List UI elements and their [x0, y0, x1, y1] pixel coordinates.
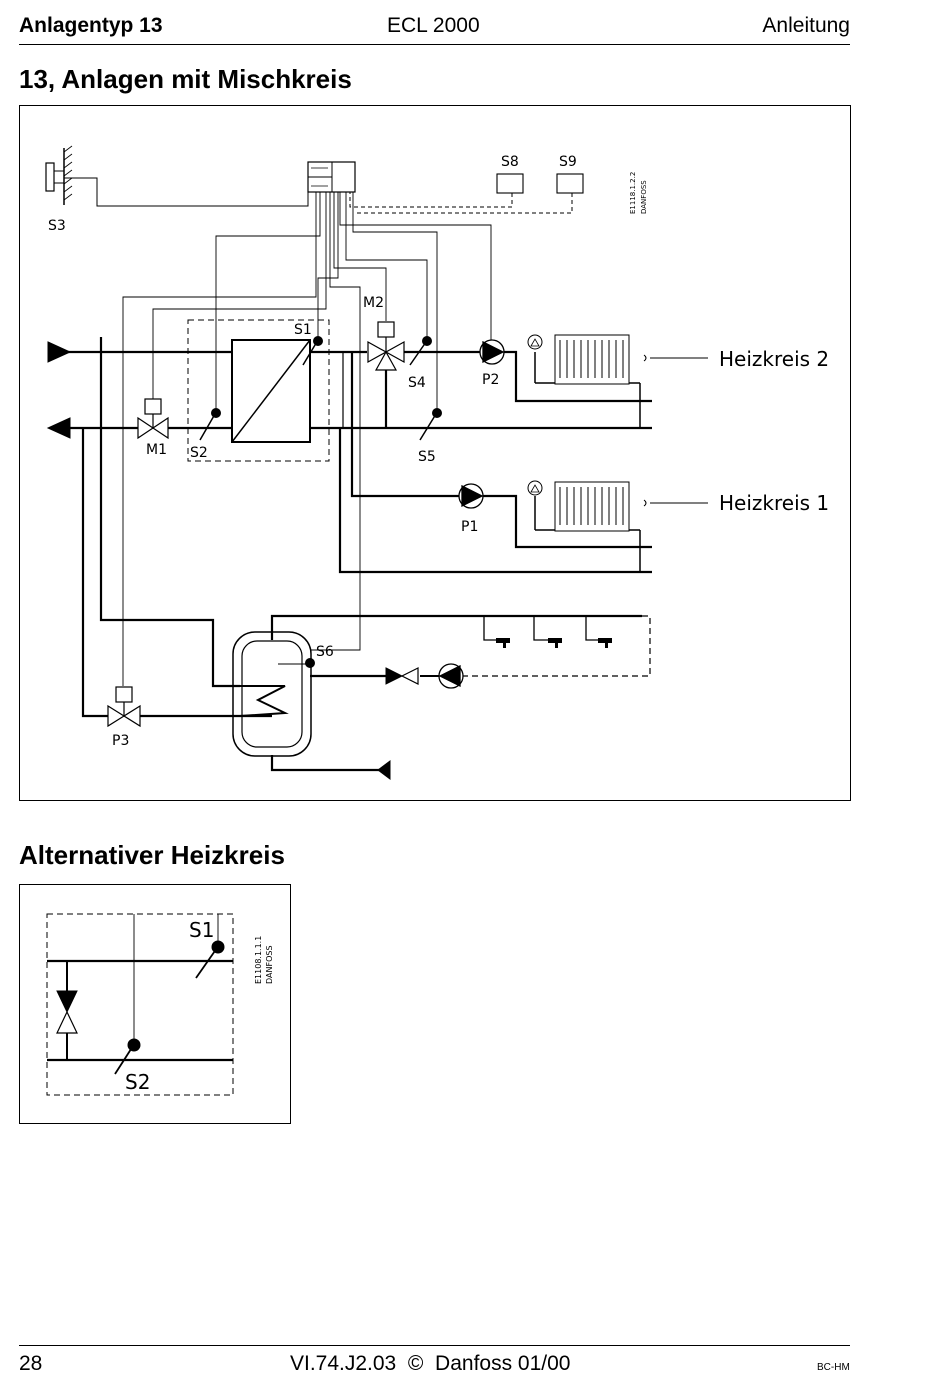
- header-system-type: Anlagentyp 13: [19, 14, 163, 37]
- header-product: ECL 2000: [387, 14, 480, 37]
- outlet-arrow-icon: [377, 760, 391, 780]
- valve-m2-icon: [367, 321, 405, 371]
- footer-doc-id: VI.74.J2.03 © Danfoss 01/00: [290, 1352, 571, 1375]
- hot-water-tank-icon: [232, 631, 312, 757]
- radiator-circuit-2-icon: [554, 334, 630, 385]
- label-p2: P2: [482, 372, 499, 388]
- sensor-s6-icon: [305, 658, 315, 668]
- pump-dhw-icon: [438, 663, 464, 689]
- label-heating-circuit-1: Heizkreis 1: [719, 491, 829, 515]
- sensor-s1-icon: [211, 940, 225, 954]
- label-s2: S2: [190, 445, 208, 461]
- alt-drawing-brand: DANFOSS: [265, 945, 274, 984]
- label-s4: S4: [408, 375, 426, 391]
- thermostat-valve-icon: [527, 334, 543, 350]
- footer-code: BC-HM: [817, 1362, 850, 1373]
- sensor-s5-icon: [432, 408, 442, 418]
- drawing-code: E1118.1.2.2: [629, 172, 637, 214]
- sensor-s4-icon: [422, 336, 432, 346]
- alt-label-s1: S1: [189, 918, 214, 942]
- sensor-s1-icon: [313, 336, 323, 346]
- alt-label-s2: S2: [125, 1070, 150, 1094]
- footer-rule: [19, 1345, 850, 1346]
- controller-icon: [307, 161, 356, 193]
- header-doc-type: Anleitung: [762, 14, 850, 37]
- thermostat-valve-icon: [527, 480, 543, 496]
- label-s5: S5: [418, 449, 436, 465]
- alt-diagram-frame: [19, 884, 291, 1124]
- label-p1: P1: [461, 519, 478, 535]
- label-heating-circuit-2: Heizkreis 2: [719, 347, 829, 371]
- check-valve-down-icon: [56, 990, 78, 1014]
- room-sensor-s8-icon: [496, 173, 524, 194]
- drawing-brand: DANFOSS: [640, 180, 648, 214]
- pump-p1-icon: [458, 483, 484, 509]
- radiator-circuit-1-icon: [554, 481, 630, 532]
- label-s8: S8: [501, 154, 519, 170]
- page-number: 28: [19, 1352, 43, 1375]
- label-m1: M1: [146, 442, 167, 458]
- alt-section-title: Alternativer Heizkreis: [19, 840, 285, 870]
- label-s9: S9: [559, 154, 577, 170]
- section-title: 13, Anlagen mit Mischkreis: [19, 64, 352, 94]
- check-valve-icon: [385, 667, 404, 685]
- sensor-s2-icon: [211, 408, 221, 418]
- valve-m1-icon: [137, 398, 169, 440]
- header-rule: [19, 44, 850, 45]
- alt-drawing-code: E1108.1.1.1: [254, 936, 263, 984]
- room-sensor-s9-icon: [556, 173, 584, 194]
- valve-p3-icon: [107, 686, 141, 728]
- main-diagram-frame: [19, 105, 851, 801]
- label-s6: S6: [316, 644, 334, 660]
- label-m2: M2: [363, 295, 384, 311]
- sensor-s2-icon: [127, 1038, 141, 1052]
- label-s1: S1: [294, 322, 312, 338]
- label-s3: S3: [48, 218, 66, 234]
- return-arrow-icon: [46, 417, 71, 439]
- tap-icon: [598, 638, 612, 648]
- label-p3: P3: [112, 733, 129, 749]
- heat-exchanger-icon: [231, 339, 311, 443]
- supply-arrow-icon: [47, 341, 72, 363]
- pump-p2-icon: [479, 339, 505, 365]
- outdoor-sensor-icon: [45, 145, 73, 205]
- tap-icon: [548, 638, 562, 648]
- tap-icon: [496, 638, 510, 648]
